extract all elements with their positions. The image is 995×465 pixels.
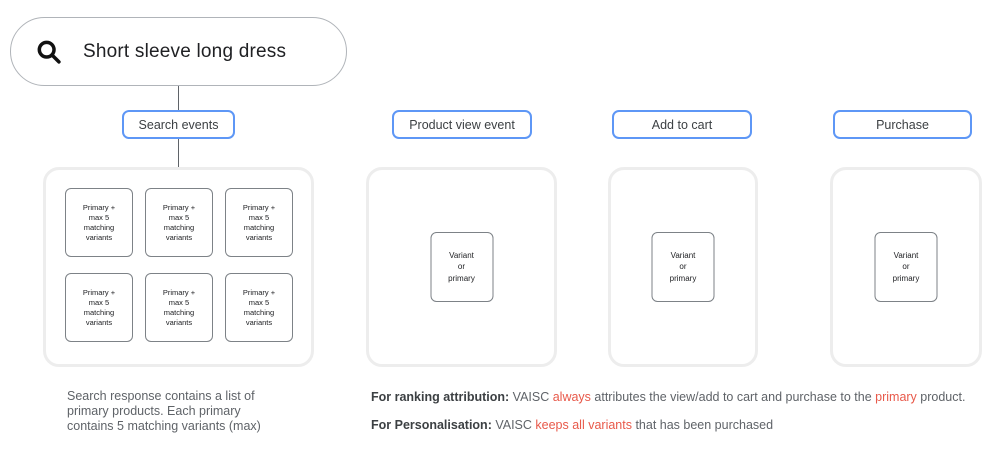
card-primary-variants: Primary + max 5 matching variants — [65, 188, 133, 257]
card-primary-variants: Primary + max 5 matching variants — [225, 188, 293, 257]
panel-purchase: Variant or primary — [830, 167, 982, 367]
ranking-note-text: VAISC — [509, 390, 553, 404]
search-icon — [35, 38, 63, 66]
card-primary-variants: Primary + max 5 matching variants — [145, 273, 213, 342]
personalisation-note-text: VAISC — [491, 418, 536, 432]
connector-pill-to-search-events — [177, 86, 179, 110]
chip-product-view-event: Product view event — [392, 110, 532, 139]
chip-add-to-cart: Add to cart — [612, 110, 752, 139]
search-bar: Short sleeve long dress — [10, 17, 347, 86]
panel-add-to-cart: Variant or primary — [608, 167, 758, 367]
card-variant-or-primary: Variant or primary — [874, 232, 938, 302]
ranking-note-text: product. — [916, 390, 966, 404]
ranking-note-highlight-primary: primary — [875, 390, 917, 404]
ranking-note-highlight-always: always — [552, 390, 591, 404]
panel-product-view-event: Variant or primary — [366, 167, 557, 367]
search-response-note: Search response contains a list of prima… — [67, 389, 261, 433]
card-variant-or-primary: Variant or primary — [651, 232, 715, 302]
ranking-attribution-note: For ranking attribution: VAISC always at… — [371, 390, 965, 404]
card-primary-variants: Primary + max 5 matching variants — [225, 273, 293, 342]
chip-search-events: Search events — [122, 110, 235, 139]
card-primary-variants: Primary + max 5 matching variants — [65, 273, 133, 342]
card-variant-or-primary: Variant or primary — [430, 232, 493, 302]
primary-cards-grid: Primary + max 5 matching variants Primar… — [65, 188, 293, 342]
panel-search-events: Primary + max 5 matching variants Primar… — [43, 167, 314, 367]
personalisation-note-text: that has been purchased — [631, 418, 774, 432]
search-query: Short sleeve long dress — [83, 40, 287, 62]
chip-purchase: Purchase — [833, 110, 972, 139]
personalisation-note: For Personalisation: VAISC keeps all var… — [371, 418, 773, 432]
ranking-note-text: attributes the view/add to cart and purc… — [590, 390, 876, 404]
connector-search-events-to-panel — [177, 139, 179, 168]
personalisation-note-highlight-variants: keeps all variants — [535, 418, 632, 432]
personalisation-note-label: For Personalisation: — [371, 418, 492, 432]
ranking-note-label: For ranking attribution: — [371, 390, 510, 404]
card-primary-variants: Primary + max 5 matching variants — [145, 188, 213, 257]
